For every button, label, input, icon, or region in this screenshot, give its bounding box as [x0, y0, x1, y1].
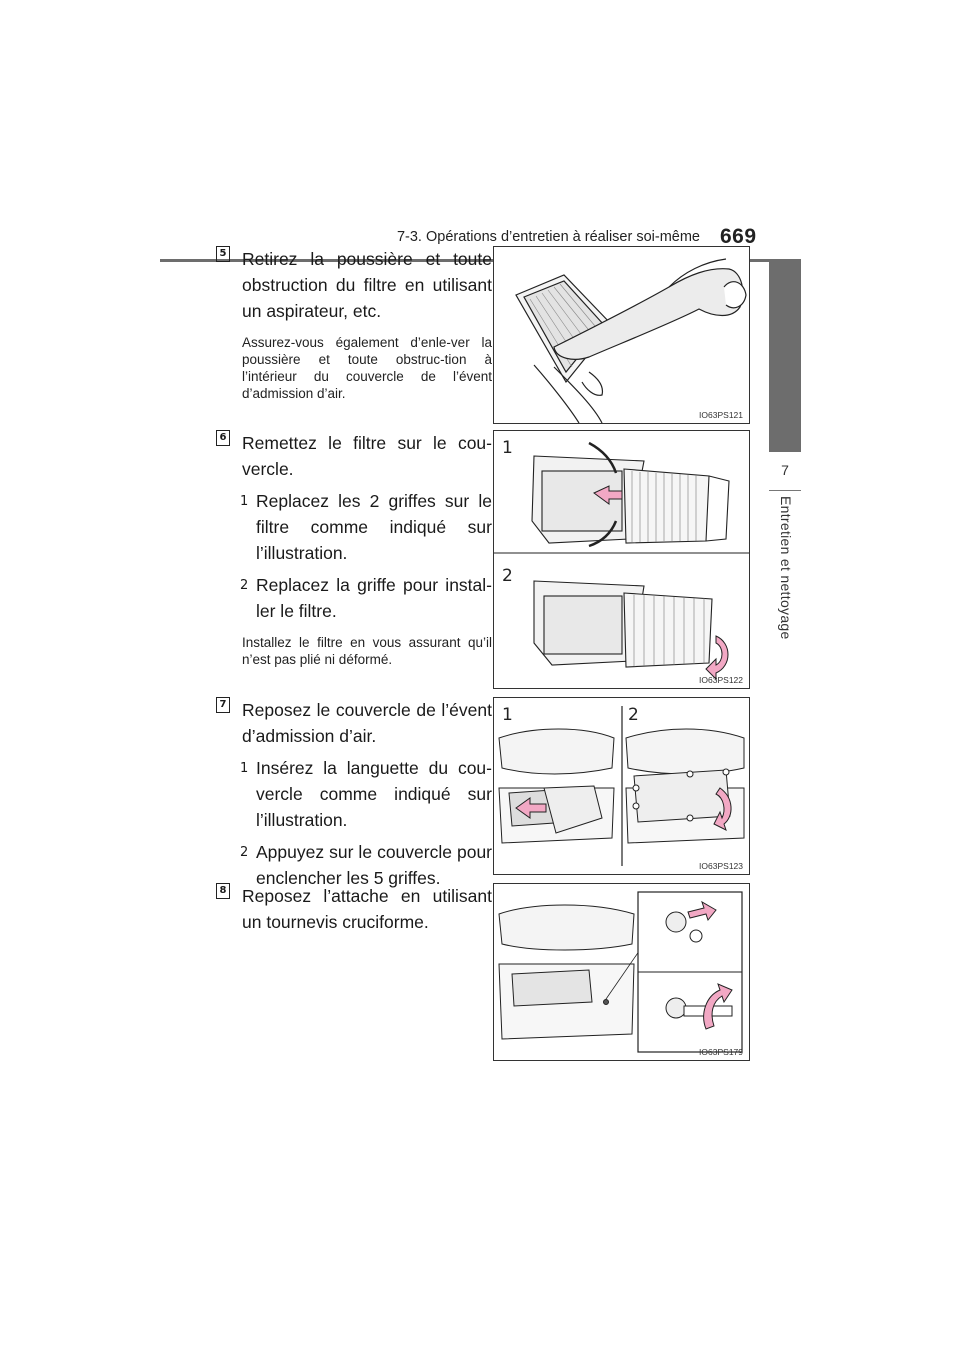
step-number-badge: 8 — [216, 883, 230, 899]
chapter-divider — [769, 490, 801, 491]
page-number: 669 — [720, 225, 757, 248]
figure-code: IO63PS121 — [699, 410, 743, 420]
chapter-number: 7 — [781, 462, 789, 478]
figure-vacuum-filter: IO63PS121 — [493, 246, 750, 424]
substep-number: 2 — [240, 845, 249, 860]
callout-2: 2 — [628, 705, 639, 725]
step-8: 8 Reposez l’attache en utilisant un tour… — [216, 883, 492, 935]
step-text: Reposez le couvercle de l’évent d’admiss… — [242, 700, 492, 746]
chapter-title: Entretien et nettoyage — [778, 496, 794, 640]
figure-cover-reinstall: 1 2 IO63PS123 — [493, 697, 750, 875]
substep-2: 2 Appuyez sur le couvercle pour enclench… — [240, 839, 492, 891]
callout-1: 1 — [502, 705, 513, 725]
step-number-badge: 6 — [216, 430, 230, 446]
substep-text: Insérez la languette du cou-vercle comme… — [256, 758, 492, 830]
substep-1: 1 Insérez la languette du cou-vercle com… — [240, 755, 492, 833]
step-text: Remettez le filtre sur le cou-vercle. — [242, 433, 492, 479]
figure-code: IO63PS122 — [699, 675, 743, 685]
figure-filter-install: 1 2 — [493, 430, 750, 689]
clip-reinstall-illustration — [498, 891, 743, 1053]
figure-code: IO63PS179 — [699, 1047, 743, 1057]
substep-text: Appuyez sur le couvercle pour enclencher… — [256, 842, 492, 888]
step-number-badge: 5 — [216, 246, 230, 262]
substep-text: Replacez les 2 griffes sur le filtre com… — [256, 491, 492, 563]
substep-number: 2 — [240, 578, 249, 593]
vacuum-cleaning-illustration — [515, 258, 747, 423]
chapter-tab — [769, 262, 801, 452]
step-number-badge: 7 — [216, 697, 230, 713]
step-5: 5 Retirez la poussière et toute obstruct… — [216, 246, 492, 402]
step-text: Reposez l’attache en utilisant un tourne… — [242, 886, 492, 932]
substep-2: 2 Replacez la griffe pour instal-ler le … — [240, 572, 492, 624]
accent-arrows — [687, 900, 733, 1030]
substep-1: 1 Replacez les 2 griffes sur le filtre c… — [240, 488, 492, 566]
step-note: Assurez-vous également d’enle-ver la pou… — [242, 335, 492, 401]
step-note: Installez le filtre en vous assurant qu’… — [242, 635, 492, 667]
section-title: 7-3. Opérations d’entretien à réaliser s… — [396, 229, 700, 245]
substep-number: 1 — [240, 761, 249, 776]
accent-arrows — [515, 787, 732, 831]
accent-arrows — [593, 485, 729, 681]
substep-number: 1 — [240, 494, 249, 509]
cover-reinstall-illustration: 1 2 — [498, 705, 745, 866]
header-divider — [160, 259, 801, 262]
filter-install-illustration: 1 2 — [494, 438, 749, 681]
step-7: 7 Reposez le couvercle de l’évent d’admi… — [216, 697, 492, 891]
step-6: 6 Remettez le filtre sur le cou-vercle. … — [216, 430, 492, 668]
substep-text: Replacez la griffe pour instal-ler le fi… — [256, 575, 492, 621]
figure-clip-reinstall: IO63PS179 — [493, 883, 750, 1061]
figure-code: IO63PS123 — [699, 861, 743, 871]
callout-2: 2 — [502, 566, 513, 586]
callout-1: 1 — [502, 438, 513, 458]
step-text: Retirez la poussière et toute obstructio… — [242, 249, 492, 321]
